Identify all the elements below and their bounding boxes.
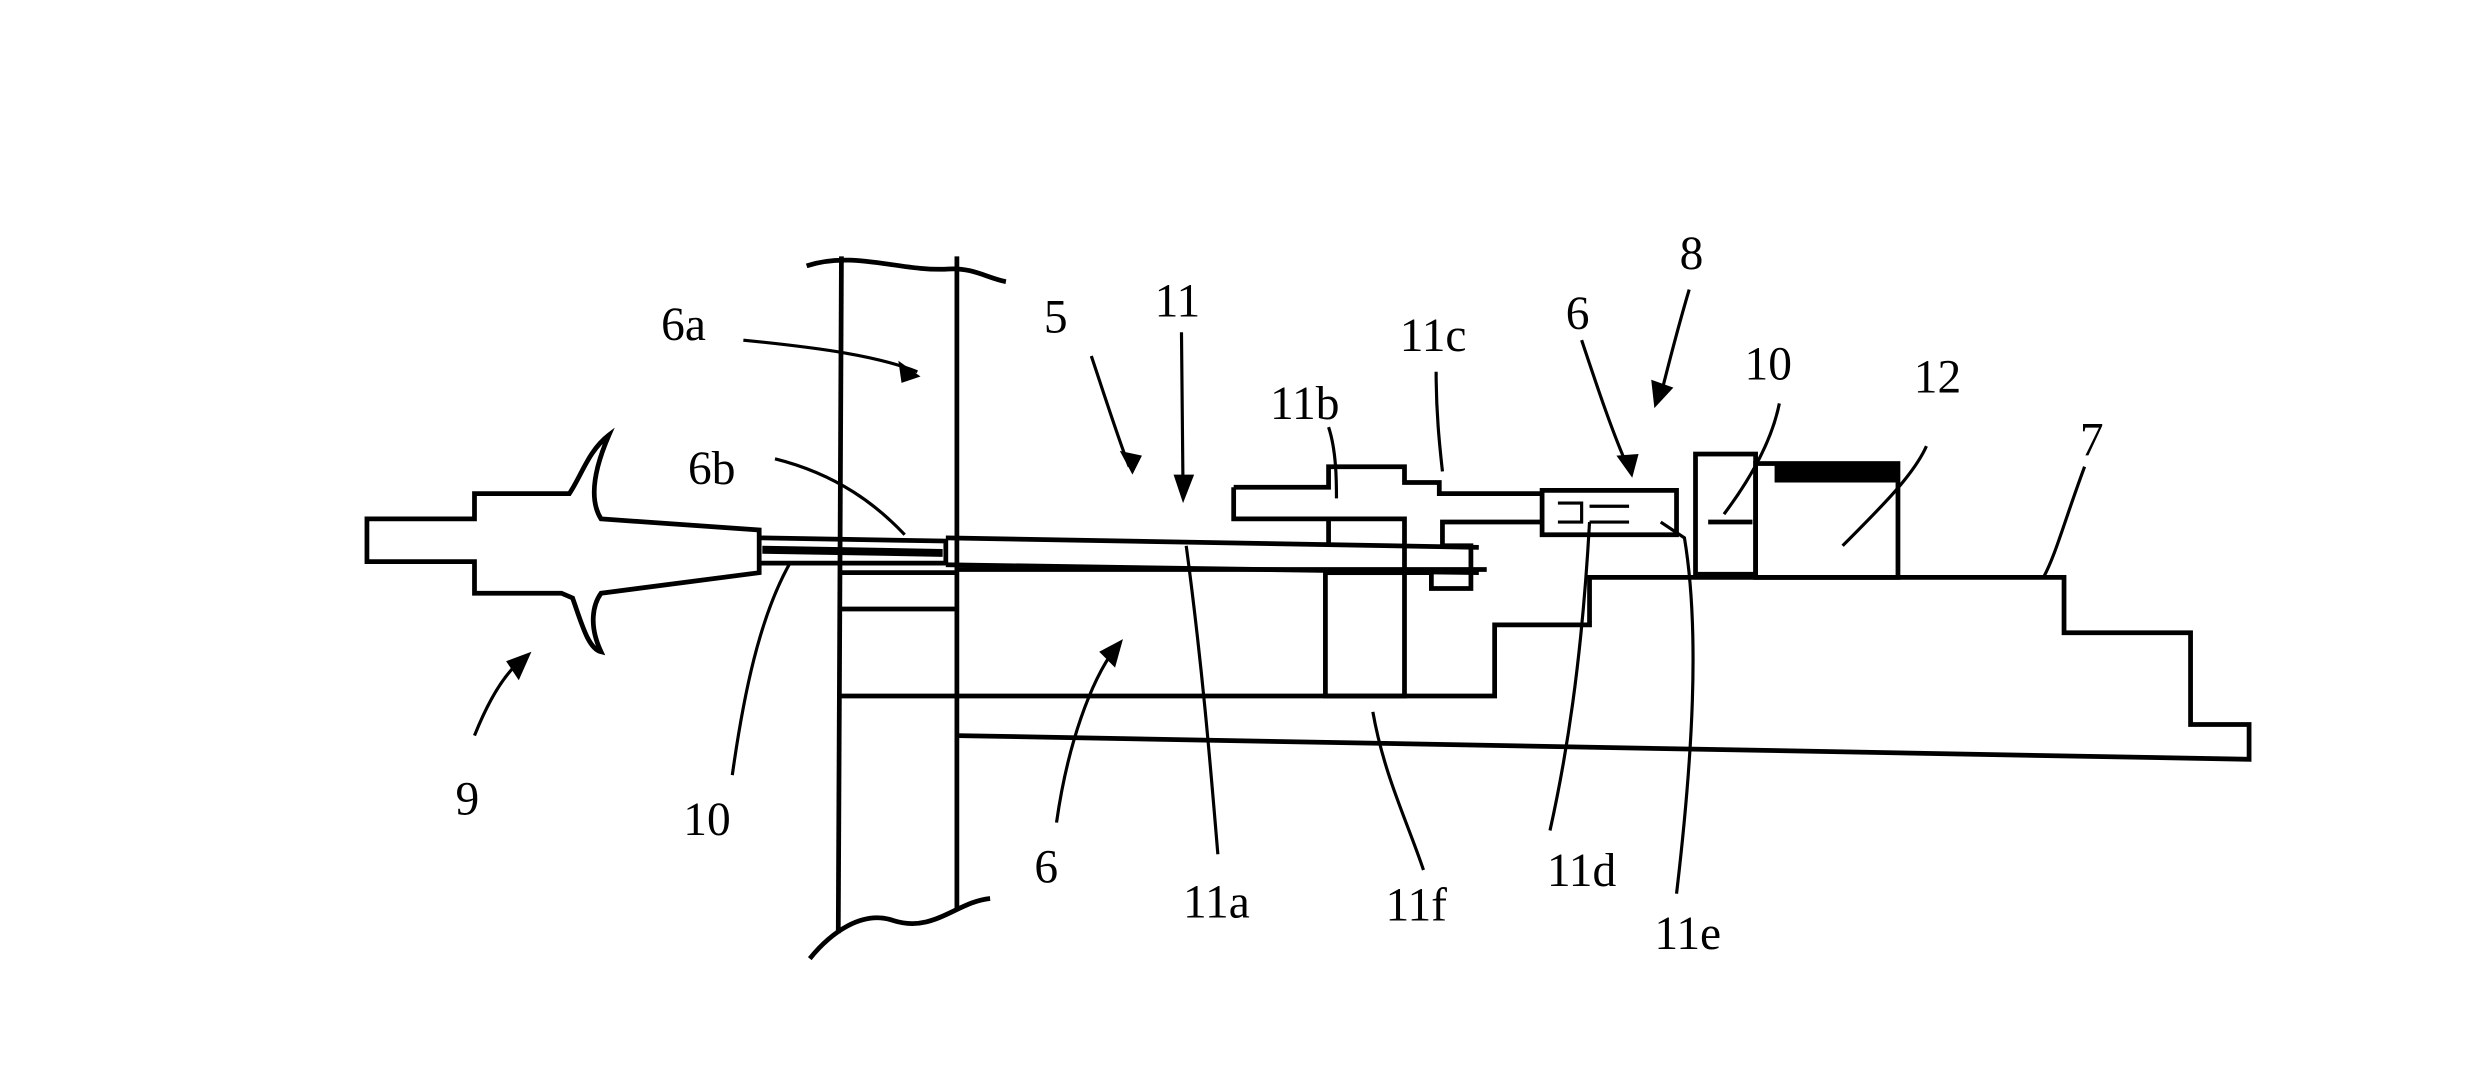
label-8: 8 (1680, 228, 1704, 280)
label-10-left: 10 (683, 794, 730, 846)
label-6b: 6b (688, 443, 735, 495)
instrument-9 (364, 427, 949, 656)
label-6-top: 6 (1566, 288, 1590, 340)
label-6-bottom: 6 (1034, 842, 1058, 894)
block-11f (1323, 570, 1407, 699)
label-11a: 11a (1183, 876, 1250, 928)
label-11f: 11f (1386, 880, 1448, 932)
label-9: 9 (456, 774, 480, 826)
leader-lines (473, 289, 2087, 894)
label-10-right: 10 (1745, 339, 1792, 391)
label-5: 5 (1044, 291, 1068, 343)
plate-6 (956, 567, 2252, 762)
label-11: 11 (1155, 275, 1201, 327)
label-6a: 6a (661, 299, 706, 351)
label-12: 12 (1914, 351, 1961, 403)
label-11b: 11b (1270, 378, 1339, 430)
coupling-11b (1231, 464, 1543, 591)
label-11d: 11d (1547, 845, 1617, 897)
label-11e: 11e (1654, 908, 1721, 960)
connector-11d (1539, 488, 1679, 538)
label-7: 7 (2080, 415, 2104, 467)
unit-12-top-band (1774, 463, 1898, 483)
wall-6a (805, 256, 1007, 961)
label-11c: 11c (1400, 310, 1467, 362)
